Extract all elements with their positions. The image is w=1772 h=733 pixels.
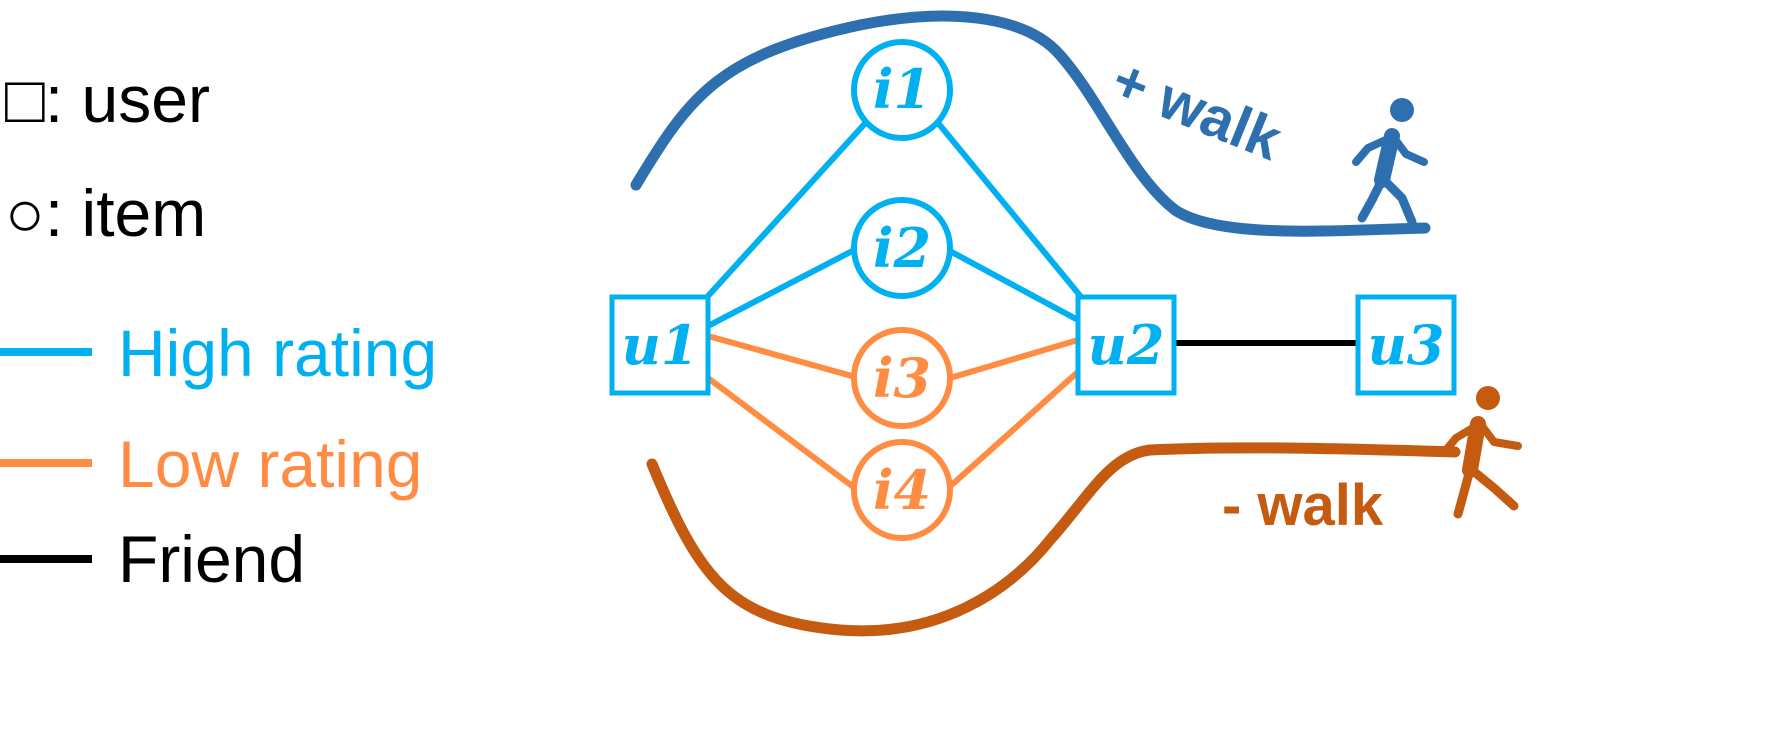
legend-user: □: user (5, 62, 210, 136)
item-i1-label: i1 (873, 57, 931, 121)
user-u3-label: u3 (1368, 313, 1445, 377)
legend-low-label: Low rating (118, 427, 423, 501)
user-u1: u1 (609, 294, 711, 396)
user-u2-label: u2 (1088, 313, 1165, 377)
legend-friend-label: Friend (118, 522, 305, 596)
edge-i1-u2 (931, 116, 1085, 300)
item-i4-label: i4 (873, 458, 931, 522)
positive-walk-path (630, 10, 1431, 237)
legend-high-label: High rating (118, 316, 437, 390)
edges (705, 115, 1358, 495)
positive-walker-icon (1352, 98, 1428, 227)
item-i2-label: i2 (873, 216, 931, 280)
item-i4: i4 (851, 439, 953, 541)
edge-u1-i2 (706, 245, 860, 329)
item-i1: i1 (851, 39, 953, 141)
negative-walk-label: - walk (1222, 473, 1384, 538)
item-i3-label: i3 (873, 346, 931, 410)
user-u3: u3 (1355, 294, 1457, 396)
negative-walker-icon (1442, 386, 1522, 519)
edge-u1-i4 (706, 375, 862, 495)
legend: □: user ○: item High rating Low rating F… (0, 62, 437, 596)
edge-i4-u2 (943, 367, 1083, 493)
negative-walk-path (646, 442, 1461, 637)
item-i2: i2 (851, 197, 953, 299)
item-i3: i3 (851, 327, 953, 429)
edge-u1-i1 (705, 115, 873, 299)
user-u2: u2 (1075, 294, 1177, 396)
user-u1-label: u1 (622, 313, 699, 377)
edge-u1-i3 (707, 333, 853, 379)
edge-i2-u2 (946, 247, 1080, 323)
legend-item: ○: item (5, 176, 206, 250)
edge-i3-u2 (949, 337, 1079, 381)
